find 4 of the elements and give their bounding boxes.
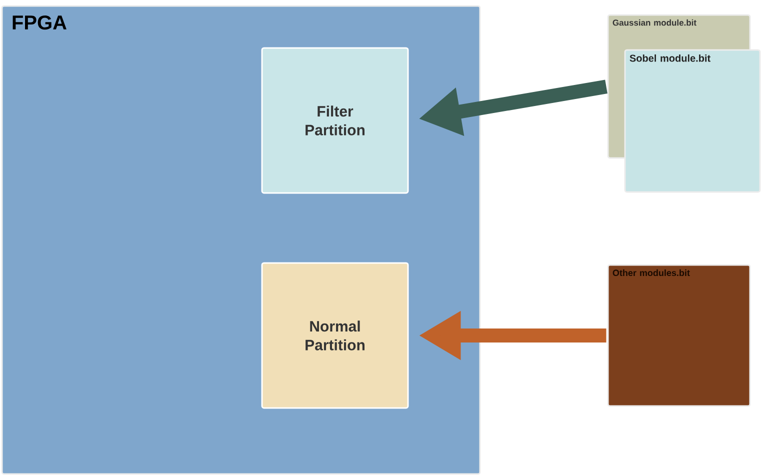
partition-box: Filter Partition xyxy=(261,47,409,194)
file-box: Other modules.bit xyxy=(607,264,751,407)
file-box: Sobel module.bit xyxy=(624,49,761,193)
partition-box: Normal Partition xyxy=(261,262,409,409)
